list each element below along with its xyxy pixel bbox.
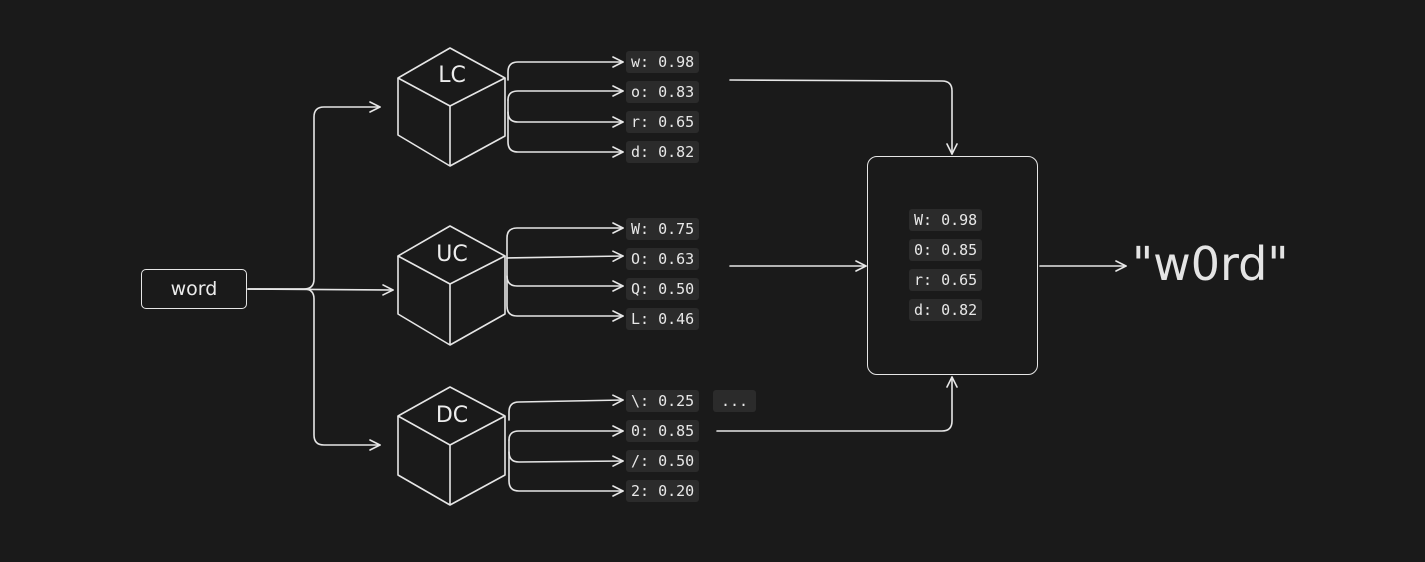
dc-output-two: 2: 0.20 [626,480,700,502]
dc-output-slash: /: 0.50 [626,450,700,472]
merged-item-r: r: 0.65 [909,269,983,291]
dc-output-more: ... [713,390,757,412]
dc-cube: DC [397,386,506,506]
arrow-dc-out-2 [508,425,624,441]
dc-output-backslash: \: 0.25 [626,390,700,412]
arrow-dc-to-merge [716,376,958,432]
uc-output-w: W: 0.75 [626,218,700,240]
arrow-dc-out-4 [508,451,624,497]
dc-label: DC [436,403,468,428]
result-text: "w0rd" [1132,237,1289,291]
merge-box [867,156,1038,375]
arrow-word-to-dc [247,288,381,451]
arrow-lc-out-2 [507,85,624,101]
arrow-uc-out-1 [506,222,624,259]
arrow-lc-out-3 [507,99,624,128]
lc-output-r: r: 0.65 [626,111,700,133]
arrow-lc-to-merge [729,79,958,155]
arrow-lc-out-1 [507,56,624,81]
lc-cube: LC [397,47,506,167]
uc-label: UC [436,242,467,267]
input-word-box: word [141,269,247,309]
arrow-uc-out-2 [506,250,624,262]
arrow-uc-out-3 [506,257,624,292]
lc-output-w: w: 0.98 [626,51,700,73]
lc-label: LC [438,63,466,88]
arrow-uc-out-4 [506,275,624,322]
arrow-dc-out-3 [508,439,624,467]
uc-output-l: L: 0.46 [626,308,700,330]
uc-cube: UC [397,225,506,346]
arrow-lc-out-4 [507,111,624,158]
lc-output-o: o: 0.83 [626,81,700,103]
lc-output-d: d: 0.82 [626,141,700,163]
uc-output-o: O: 0.63 [626,248,700,270]
arrow-dc-out-1 [508,394,624,421]
uc-output-q: Q: 0.50 [626,278,700,300]
input-word-label: word [170,278,218,300]
merged-item-zero: 0: 0.85 [909,239,983,261]
dc-output-zero: 0: 0.85 [626,420,700,442]
merged-item-d: d: 0.82 [909,299,983,321]
arrow-word-to-lc [247,101,381,290]
merged-item-w: W: 0.98 [909,209,983,231]
